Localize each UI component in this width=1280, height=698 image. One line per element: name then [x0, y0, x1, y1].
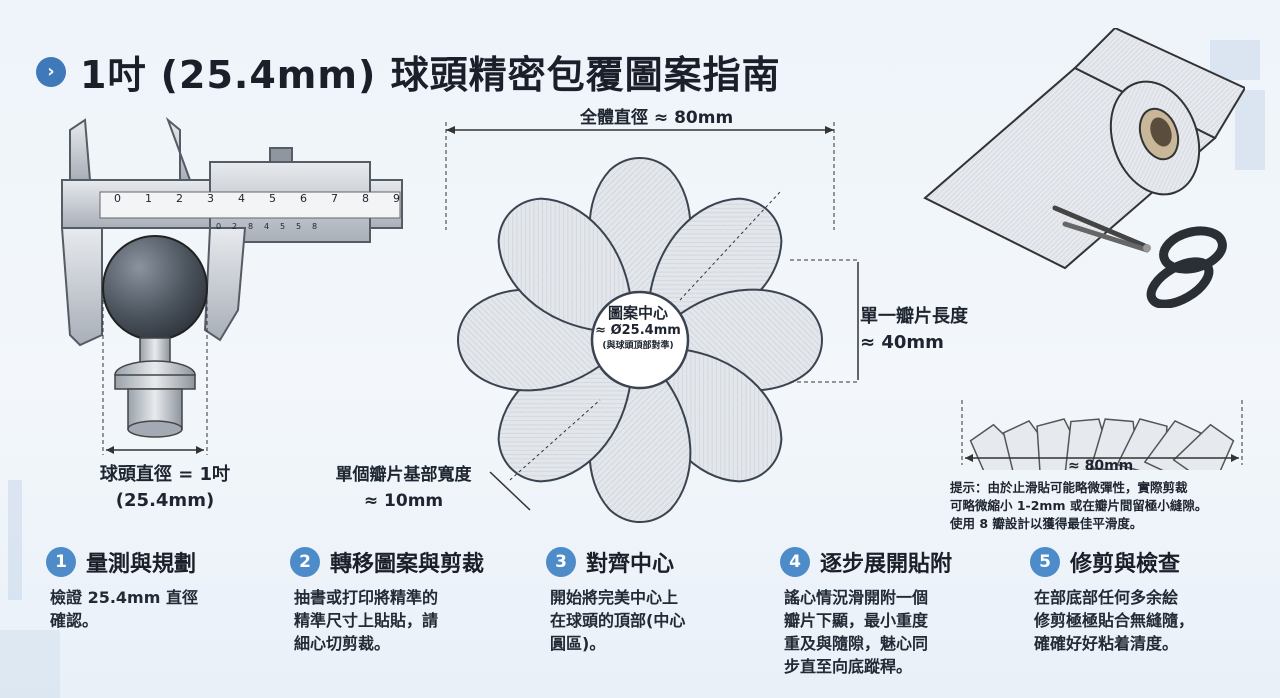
step-title: 量測與規劃 [86, 552, 197, 577]
tape-roll-illustration [923, 28, 1245, 308]
scale-label: 4 [238, 192, 245, 205]
ball-diameter-label: 球頭直徑 = 1吋 (25.4mm) [80, 462, 250, 514]
ball-diameter-mm: (25.4mm) [115, 490, 215, 511]
petal-base-label: 單個瓣片基部寬度 ≈ 10mm [316, 462, 491, 514]
step-line: 重及與隨隙，魅心同 [784, 634, 929, 653]
step-title: 修剪與檢查 [1070, 552, 1181, 577]
scale-label: 5 [269, 192, 276, 205]
step-header: 4 逐步展開貼附 [780, 546, 1010, 578]
step-number-badge: 4 [780, 547, 810, 577]
scissors-icon [1052, 205, 1227, 308]
petal-length-title: 單一瓣片長度 [860, 306, 968, 327]
petal-base-title: 單個瓣片基部寬度 [335, 465, 472, 485]
step-line: 修剪極極貼合無縫隨， [1034, 611, 1195, 630]
step-1: 1 量測與規劃檢證 25.4mm 直徑確認。 [46, 546, 276, 632]
step-number-badge: 5 [1030, 547, 1060, 577]
step-number-badge: 1 [46, 547, 76, 577]
step-line: 在部底部任何多余絵 [1034, 588, 1179, 607]
step-line: 細心切剪裁。 [294, 634, 391, 653]
petals [457, 157, 823, 523]
step-line: 抽書或打印將精準的 [294, 588, 439, 607]
scale-label: 6 [300, 192, 307, 205]
overall-diameter-label: 全體直徑 ≈ 80mm [580, 108, 734, 128]
step-header: 1 量測與規劃 [46, 546, 276, 578]
center-diameter: ≈ Ø25.4mm [595, 323, 681, 338]
deco-shape [1235, 90, 1265, 170]
step-line: 精準尺寸上貼貼，請 [294, 611, 439, 630]
tip-line: 提示：由於止滑貼可能略微彈性，實際剪裁 [950, 480, 1188, 495]
chevron-right-icon: › [36, 56, 66, 87]
scale-label: 3 [207, 192, 214, 205]
step-line: 謠心情況滑開附一個 [784, 588, 929, 607]
step-line: 確認。 [50, 611, 99, 630]
step-4: 4 逐步展開貼附謠心情況滑開附一個瓣片下顯，最小重度重及與隨隙，魅心同步直至向底蹤… [780, 546, 1010, 678]
step-description: 抽書或打印將精準的精準尺寸上貼貼，請細心切剪裁。 [290, 586, 520, 655]
center-note: (與球頭頂部對準) [602, 341, 674, 351]
caliper-scale-top: 0 1 2 3 4 5 6 7 8 9 [100, 192, 410, 208]
scale-label: 5 [296, 222, 302, 231]
strip-petal [1172, 423, 1235, 470]
center-title: 圖案中心 [607, 304, 668, 322]
scale-label: 9 [393, 192, 400, 205]
step-title: 逐步展開貼附 [820, 552, 953, 577]
scale-label: 5 [280, 222, 286, 231]
pattern-center-label: 圖案中心 ≈ Ø25.4mm (與球頭頂部對準) [588, 302, 688, 351]
pattern-center-circle [590, 290, 690, 390]
strip-width-label: ≈ 80mm [1068, 458, 1134, 474]
step-number-badge: 3 [546, 547, 576, 577]
step-header: 5 修剪與檢查 [1030, 546, 1260, 578]
step-description: 在部底部任何多余絵修剪極極貼合無縫隨， 確確好好粘着清度。 [1030, 586, 1260, 655]
step-description: 檢證 25.4mm 直徑確認。 [46, 586, 276, 632]
page-title: 1吋 (25.4mm) 球頭精密包覆圖案指南 [80, 53, 781, 97]
scale-label: 7 [331, 192, 338, 205]
petal-strip-illustration [961, 400, 1243, 470]
scale-label: 4 [264, 222, 270, 231]
ball-diameter-text: 球頭直徑 = 1吋 [99, 464, 231, 485]
tip-note: 提示：由於止滑貼可能略微彈性，實際剪裁 可略微縮小 1-2mm 或在瓣片間留極小… [950, 479, 1268, 533]
petal-strip [969, 418, 1235, 470]
step-5: 5 修剪與檢查在部底部任何多余絵修剪極極貼合無縫隨， 確確好好粘着清度。 [1030, 546, 1260, 655]
petal-length-label: 單一瓣片長度 ≈ 40mm [860, 304, 968, 356]
caliper-scale-bottom: 0 2 8 4 5 5 8 [212, 222, 332, 234]
step-2: 2 轉移圖案與剪裁抽書或打印將精準的精準尺寸上貼貼，請細心切剪裁。 [290, 546, 520, 655]
deco-shape [1210, 40, 1260, 80]
deco-shape [0, 630, 60, 698]
step-title: 轉移圖案與剪裁 [330, 552, 485, 577]
step-line: 在球頭的頂部(中心 [550, 611, 686, 630]
tip-line: 使用 8 瓣設計以獲得最佳平滑度。 [950, 516, 1143, 531]
step-title: 對齊中心 [586, 552, 675, 577]
step-header: 2 轉移圖案與剪裁 [290, 546, 520, 578]
scale-label: 0 [216, 222, 222, 231]
step-line: 開始將完美中心上 [550, 588, 679, 607]
step-description: 開始將完美中心上在球頭的頂部(中心圓區)。 [546, 586, 776, 655]
scale-label: 8 [312, 222, 318, 231]
step-3: 3 對齊中心開始將完美中心上在球頭的頂部(中心圓區)。 [546, 546, 776, 655]
scale-label: 8 [248, 222, 254, 231]
step-number-badge: 2 [290, 547, 320, 577]
scale-label: 1 [145, 192, 152, 205]
step-line: 瓣片下顯，最小重度 [784, 611, 929, 630]
step-line: 檢證 25.4mm 直徑 [50, 588, 198, 607]
petal-length-value: ≈ 40mm [860, 332, 944, 353]
flower-pattern [445, 122, 860, 523]
scale-label: 8 [362, 192, 369, 205]
deco-shape [8, 480, 22, 600]
step-header: 3 對齊中心 [546, 546, 776, 578]
scale-label: 2 [176, 192, 183, 205]
scale-label: 0 [114, 192, 121, 205]
step-line: 步直至向底蹤稈。 [784, 657, 913, 676]
petal-base-value: ≈ 10mm [363, 491, 444, 511]
step-line: 圓區)。 [550, 634, 606, 653]
tip-line: 可略微縮小 1-2mm 或在瓣片間留極小縫隙。 [950, 498, 1208, 513]
step-line: 確確好好粘着清度。 [1034, 634, 1179, 653]
petal [497, 197, 633, 333]
step-description: 謠心情況滑開附一個瓣片下顯，最小重度重及與隨隙，魅心同步直至向底蹤稈。 [780, 586, 1010, 678]
caliper-illustration [60, 116, 403, 455]
page-header: › 1吋 (25.4mm) 球頭精密包覆圖案指南 [36, 44, 781, 99]
scale-label: 2 [232, 222, 238, 231]
